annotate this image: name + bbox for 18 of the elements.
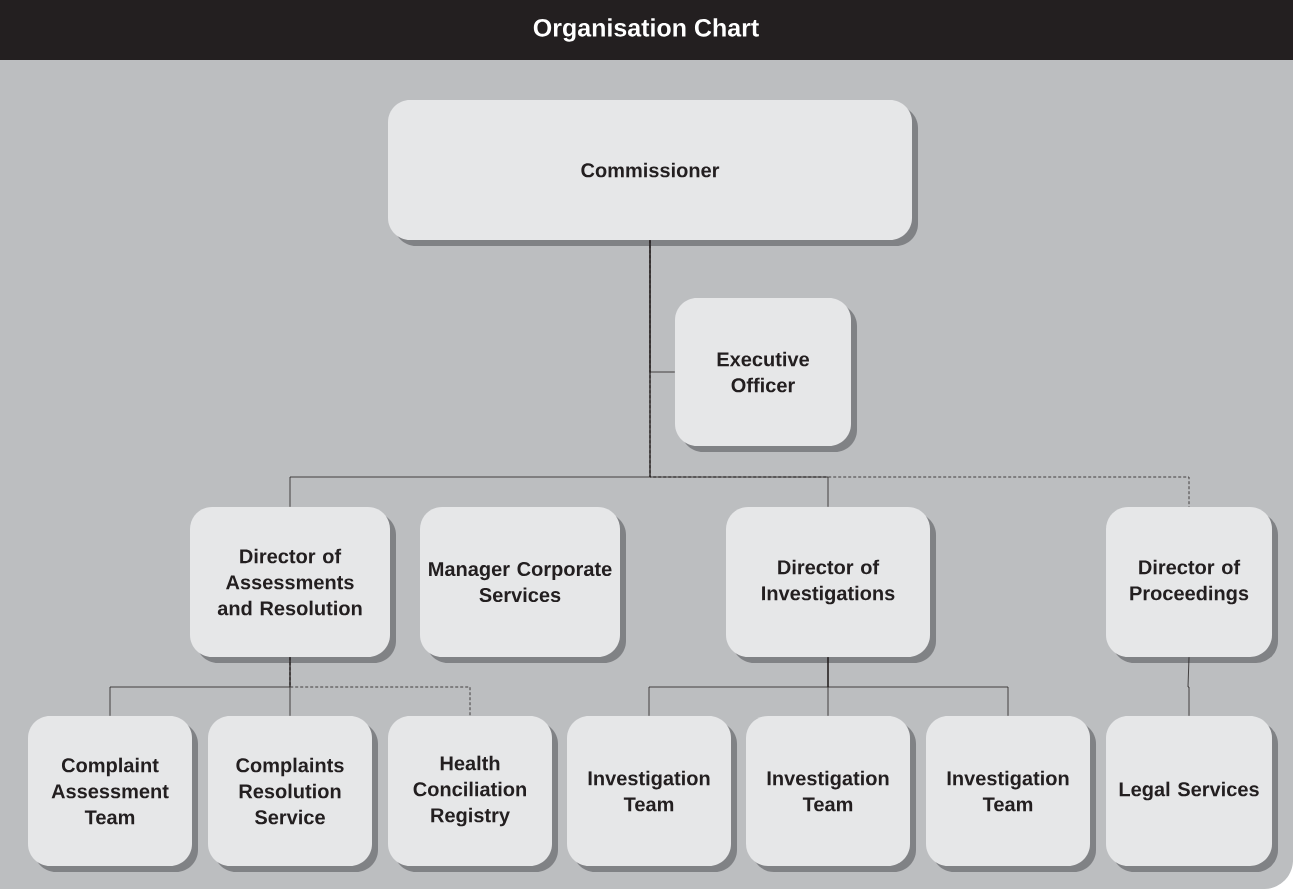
org-box: Investigation Team bbox=[567, 716, 737, 872]
connector-line bbox=[649, 239, 1190, 508]
org-box: Legal Services bbox=[1106, 716, 1278, 872]
org-box: Executive Officer bbox=[675, 298, 857, 452]
org-box: Complaint Assessment Team bbox=[28, 716, 198, 872]
org-box: Commissioner bbox=[388, 100, 918, 246]
org-box: Director of Investigations bbox=[726, 507, 936, 663]
org-box: Investigation Team bbox=[926, 716, 1096, 872]
org-box: Investigation Team bbox=[746, 716, 916, 872]
org-box: Complaints Resolution Service bbox=[208, 716, 378, 872]
org-box: Manager Corporate Services bbox=[420, 507, 626, 663]
connector-line bbox=[827, 656, 1009, 717]
title-bar: Organisation Chart bbox=[0, 0, 1293, 60]
connector-line bbox=[1187, 656, 1190, 717]
connector-line bbox=[289, 656, 471, 717]
org-box: Director of Proceedings bbox=[1106, 507, 1278, 663]
org-box: Health Conciliation Registry bbox=[388, 716, 558, 872]
org-box: Director of Assessments and Resolution bbox=[190, 507, 396, 663]
